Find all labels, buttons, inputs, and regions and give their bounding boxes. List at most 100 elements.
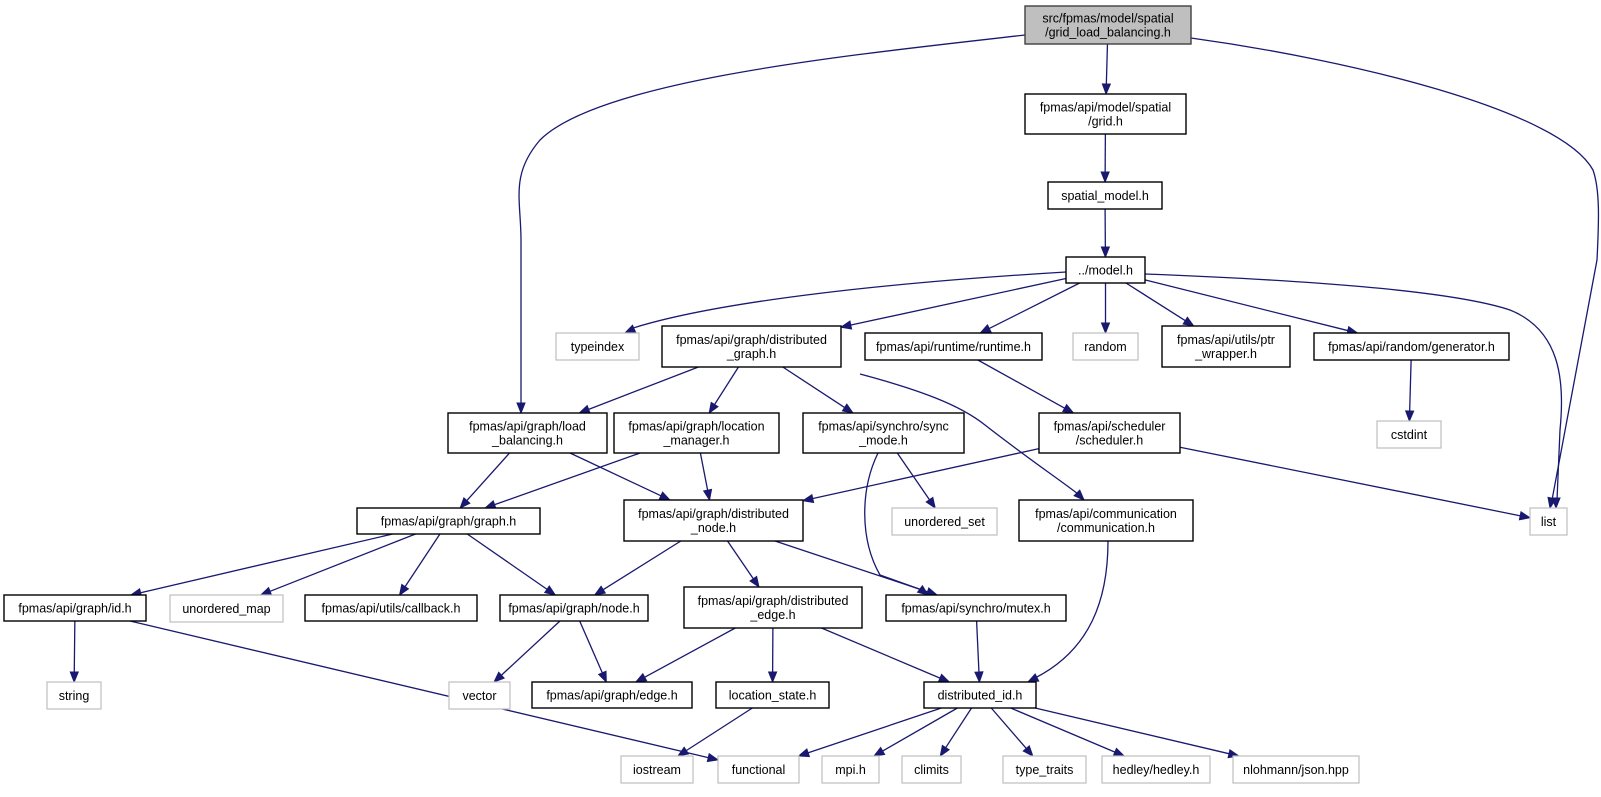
edge-dgraph-to-load_balancing-line (587, 366, 699, 411)
node-box (1024, 5, 1192, 45)
edge-node-to-vector-line (500, 620, 561, 677)
edge-distributed_id-to-climits-line (944, 707, 973, 749)
node-label-line: src/fpmas/model/spatial (1042, 12, 1173, 26)
node-runtime[interactable]: fpmas/api/runtime/runtime.h (864, 332, 1043, 361)
edge-distributed_id-to-hedley (1010, 707, 1126, 757)
node-label-line: spatial_model.h (1061, 189, 1149, 203)
edge-runtime-to-scheduler (977, 359, 1075, 414)
node-label-line: unordered_map (182, 602, 270, 616)
node-unordered-map: unordered_map (169, 594, 284, 623)
node-label-line: _mode.h (858, 434, 908, 448)
edge-distributed_id-to-type_traits-arrowhead (1022, 744, 1034, 758)
node-scheduler[interactable]: fpmas/api/scheduler/scheduler.h (1038, 412, 1181, 454)
node-model[interactable]: ../model.h (1065, 256, 1146, 284)
node-box (717, 755, 800, 784)
node-mutex[interactable]: fpmas/api/synchro/mutex.h (885, 594, 1067, 622)
node-ptr-wrapper[interactable]: fpmas/api/utils/ptr_wrapper.h (1161, 325, 1291, 368)
node-root[interactable]: src/fpmas/model/spatial/grid_load_balanc… (1024, 5, 1192, 45)
edge-scheduler-to-dnode (801, 447, 1040, 504)
node-edge[interactable]: fpmas/api/graph/edge.h (531, 681, 693, 709)
node-typeindex: typeindex (555, 332, 640, 361)
node-label-line: nlohmann/json.hpp (1243, 763, 1349, 777)
node-graph[interactable]: fpmas/api/graph/graph.h (356, 507, 541, 535)
node-location-state[interactable]: location_state.h (715, 681, 830, 709)
node-label-line: cstdint (1391, 428, 1428, 442)
node-load-balancing[interactable]: fpmas/api/graph/load_balancing.h (447, 412, 608, 454)
node-box (555, 332, 640, 361)
edge-distributed_id-to-type_traits-line (990, 707, 1028, 750)
edge-generator-to-cstdint-line (1408, 359, 1412, 413)
node-label-line: /communication.h (1057, 521, 1155, 535)
edge-distributed_id-to-functional-line (806, 707, 942, 754)
edge-model-to-ptr_wrapper (1125, 282, 1195, 327)
edge-graph-to-id (129, 533, 393, 598)
edge-location_state-to-iostream-arrowhead (676, 746, 690, 757)
edge-distributed_id-to-mpi-line (881, 707, 958, 753)
node-label-line: /grid.h (1088, 115, 1123, 129)
node-spatial-model[interactable]: spatial_model.h (1047, 181, 1163, 210)
node-label-line: fpmas/api/utils/callback.h (322, 602, 461, 616)
node-dedge[interactable]: fpmas/api/graph/distributed_edge.h (683, 586, 863, 629)
edge-scheduler-to-list-arrowhead (1518, 511, 1532, 521)
node-box (1002, 755, 1087, 784)
node-json: nlohmann/json.hpp (1232, 755, 1360, 784)
edge-sync_mode-to-unordered_set (896, 452, 936, 510)
node-box (885, 594, 1067, 622)
edge-graph-to-node-arrowhead (543, 585, 557, 596)
edge-model-to-ptr_wrapper-arrowhead (1182, 316, 1195, 327)
edge-dgraph-to-communication-arrowhead (1073, 489, 1085, 501)
edge-dgraph-to-load_balancing-arrowhead (578, 404, 591, 414)
edge-graph-to-unordered_map-arrowhead (259, 586, 273, 596)
node-label-line: fpmas/api/synchro/mutex.h (901, 602, 1050, 616)
edge-model-to-random-arrowhead (1100, 322, 1111, 335)
node-label-line: fpmas/api/synchro/sync (818, 420, 949, 434)
edge-dnode-to-node (593, 540, 682, 596)
node-box (821, 755, 880, 784)
node-grid[interactable]: fpmas/api/model/spatial/grid.h (1024, 93, 1187, 135)
edge-distributed_id-to-functional-arrowhead (797, 748, 811, 758)
node-node[interactable]: fpmas/api/graph/node.h (499, 594, 649, 622)
edge-mutex-to-distributed_id (974, 620, 984, 684)
node-iostream: iostream (620, 755, 694, 784)
edge-graph-to-callback (398, 533, 441, 597)
node-label-line: location_state.h (729, 689, 817, 703)
node-sync-mode[interactable]: fpmas/api/synchro/sync_mode.h (802, 412, 965, 454)
node-dnode[interactable]: fpmas/api/graph/distributed_node.h (623, 499, 804, 542)
node-functional: functional (717, 755, 800, 784)
node-box (499, 594, 649, 622)
node-mpi: mpi.h (821, 755, 880, 784)
node-box (901, 755, 962, 784)
edge-dgraph-to-location_manager (708, 366, 740, 415)
node-label-line: unordered_set (904, 515, 985, 529)
node-label-line: ../model.h (1078, 264, 1133, 278)
edge-dnode-to-node-arrowhead (593, 585, 607, 596)
node-label-line: /grid_load_balancing.h (1045, 26, 1171, 40)
node-box (447, 412, 608, 454)
node-dgraph[interactable]: fpmas/api/graph/distributed_graph.h (661, 325, 842, 368)
node-generator[interactable]: fpmas/api/random/generator.h (1313, 332, 1510, 361)
node-box (1018, 499, 1194, 542)
node-location-manager[interactable]: fpmas/api/graph/location_manager.h (613, 412, 780, 454)
node-label-line: fpmas/api/graph/id.h (18, 602, 131, 616)
node-label-line: fpmas/api/graph/distributed (676, 333, 827, 347)
edge-id-to-functional (129, 620, 720, 763)
edge-root-to-grid (1101, 43, 1112, 96)
edge-node-to-edge (579, 620, 607, 684)
node-id[interactable]: fpmas/api/graph/id.h (3, 594, 147, 622)
edge-communication-to-distributed_id-line (1034, 540, 1109, 679)
edge-model-to-ptr_wrapper-line (1125, 282, 1187, 322)
edge-model-to-typeindex (623, 271, 1067, 334)
edge-load_balancing-to-graph-arrowhead (459, 497, 471, 510)
node-type-traits: type_traits (1002, 755, 1087, 784)
edge-distributed_id-to-climits-arrowhead (939, 744, 950, 758)
node-label-line: _node.h (690, 521, 736, 535)
node-callback[interactable]: fpmas/api/utils/callback.h (304, 594, 478, 622)
node-label-line: fpmas/api/communication (1035, 507, 1177, 521)
edge-location_manager-to-graph (483, 452, 641, 509)
node-label-line: fpmas/api/graph/load (469, 420, 586, 434)
node-communication[interactable]: fpmas/api/communication/communication.h (1018, 499, 1194, 542)
edges-layer (69, 34, 1600, 763)
edge-model-to-list (1144, 273, 1563, 510)
node-distributed-id[interactable]: distributed_id.h (923, 681, 1037, 709)
edge-location_manager-to-graph-line (493, 452, 641, 506)
